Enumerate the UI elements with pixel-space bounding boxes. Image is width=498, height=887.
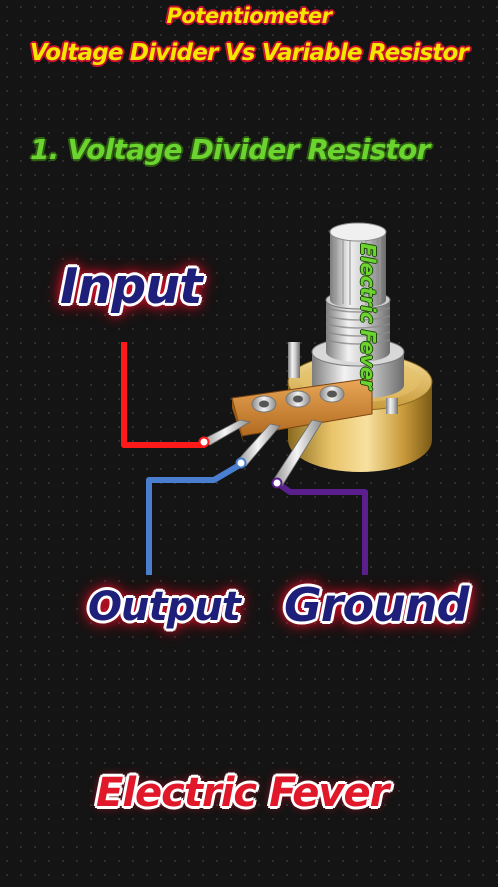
input-label: Input xyxy=(60,258,202,315)
page-subtitle: Voltage Divider Vs Variable Resistor xyxy=(29,40,469,66)
potentiometer-icon xyxy=(199,222,433,487)
output-label: Output xyxy=(88,584,241,630)
brand-footer: Electric Fever xyxy=(96,770,389,816)
page-title: Potentiometer xyxy=(166,4,332,28)
ground-wire xyxy=(274,479,368,575)
output-wire xyxy=(146,460,245,575)
ground-label: Ground xyxy=(284,578,469,632)
input-wire xyxy=(121,342,205,448)
input-terminal-dot xyxy=(198,436,210,448)
section-title: 1. Voltage Divider Resistor xyxy=(30,133,430,166)
ground-terminal-dot xyxy=(271,477,283,489)
output-terminal-dot xyxy=(235,457,247,469)
shaft-watermark-text: Electric Fever xyxy=(356,243,380,390)
